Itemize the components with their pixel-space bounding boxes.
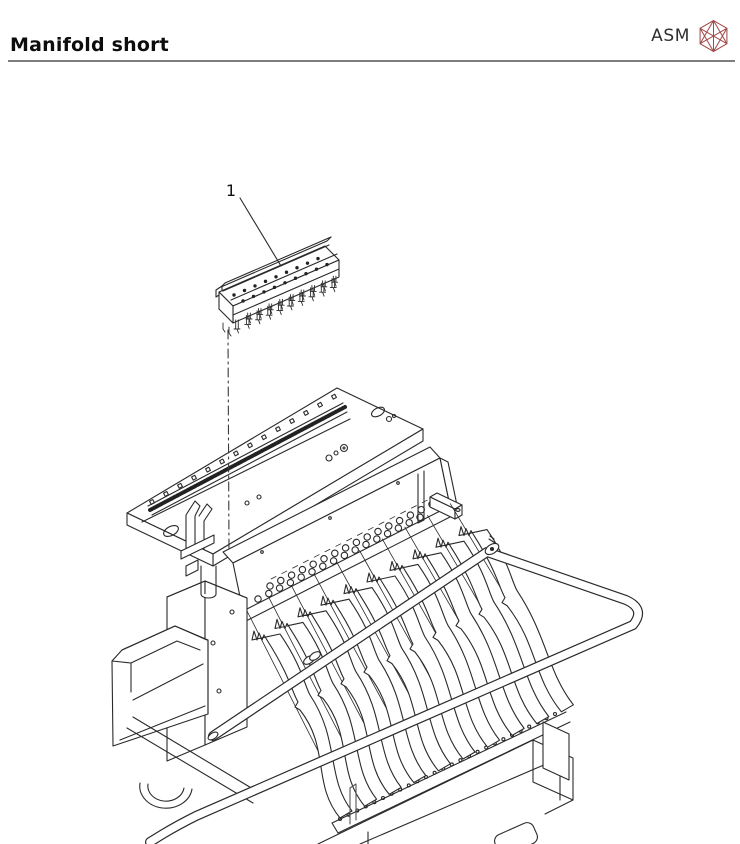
callout-leader-line bbox=[239, 197, 282, 267]
table-notch bbox=[185, 559, 199, 577]
brand-block: ASM bbox=[651, 18, 730, 54]
manifold-part bbox=[215, 236, 340, 337]
asm-logo-icon bbox=[699, 19, 728, 53]
right-hanger bbox=[417, 470, 425, 524]
guide-cylinder bbox=[200, 565, 217, 599]
page-title: Manifold short bbox=[10, 34, 169, 56]
tube-clamp bbox=[484, 535, 500, 556]
hook-bracket bbox=[180, 500, 215, 560]
callout-label: 1 bbox=[226, 181, 236, 200]
assembly-centerline bbox=[227, 329, 230, 553]
frame-rail bbox=[126, 716, 259, 809]
caster-wheel bbox=[139, 782, 193, 809]
callout-1: 1 bbox=[226, 181, 282, 267]
right-cheek-plate bbox=[542, 721, 570, 781]
manifold-mount-block bbox=[222, 446, 463, 622]
page-header: Manifold short ASM bbox=[0, 0, 740, 70]
handle-tube bbox=[145, 535, 644, 844]
brand-name: ASM bbox=[651, 26, 690, 46]
side-stub bbox=[429, 492, 463, 520]
title-rule bbox=[8, 60, 735, 62]
cart-base bbox=[317, 739, 574, 844]
cart-tray bbox=[111, 625, 209, 747]
